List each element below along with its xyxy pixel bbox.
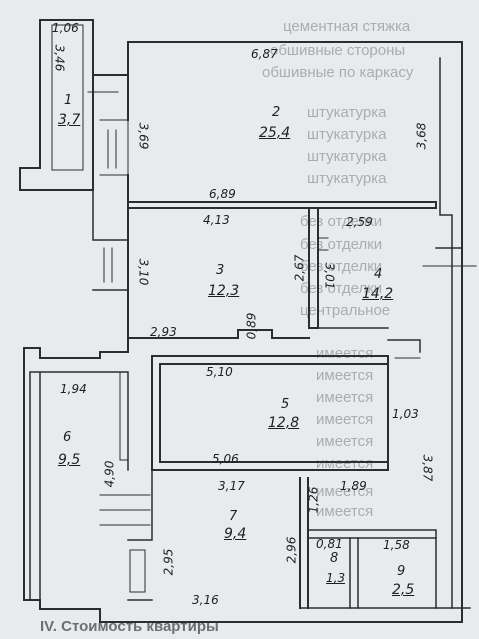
dimension-label: 3,87 (420, 454, 435, 482)
dimension-label: 5,06 (212, 452, 239, 466)
bg-note: имеется (316, 503, 374, 520)
bg-note: имеется (316, 389, 374, 406)
bg-note: без отделки (300, 258, 383, 275)
bg-note: без отделки (300, 213, 383, 230)
dimension-label: 4,90 (102, 460, 117, 488)
dimension-label: 5,10 (206, 365, 233, 379)
dimension-label: 6,89 (209, 187, 236, 201)
dimension-label: 2,93 (150, 325, 177, 339)
room-1-number: 1 (64, 93, 73, 108)
bg-note: штукатурка (307, 148, 387, 165)
room-8-number: 8 (330, 551, 339, 566)
room-3-area: 12,3 (208, 283, 240, 299)
bg-note: штукатурка (307, 104, 387, 121)
dimension-label: 3,46 (52, 44, 67, 72)
dimension-label: 2,59 (346, 215, 373, 229)
dimension-label: 1,58 (383, 538, 410, 552)
bg-note: цементная стяжка (283, 18, 411, 35)
bg-note: имеется (316, 433, 374, 450)
bg-note: имеется (316, 411, 374, 428)
dimension-label: 3,16 (192, 593, 219, 607)
dimension-label: 1,94 (60, 382, 87, 396)
bg-note: имеется (316, 483, 374, 500)
room-6-area: 9,5 (58, 452, 81, 468)
dimension-label: 2,95 (161, 548, 176, 576)
dimension-label: 4,13 (203, 213, 230, 227)
room-5-number: 5 (281, 397, 290, 412)
dimension-label: 0,81 (316, 537, 343, 551)
bg-note: центральное (300, 302, 391, 319)
room-2-area: 25,4 (259, 125, 291, 141)
dimension-label: 0,89 (244, 312, 259, 340)
dimension-label: 3,69 (136, 122, 151, 150)
bg-note: штукатурка (307, 170, 387, 187)
room-6-number: 6 (63, 430, 72, 445)
room-3-number: 3 (216, 263, 225, 278)
room-8-area: 1,3 (326, 571, 346, 585)
room-9-area: 2,5 (392, 582, 415, 598)
bg-note: обшивные стороны (270, 42, 406, 59)
dimension-label: 6,87 (251, 47, 278, 61)
dimension-label: 3,10 (136, 258, 151, 286)
dimension-label: 3,01 (322, 262, 337, 290)
room-9-number: 9 (397, 564, 406, 579)
bg-note: имеется (316, 367, 374, 384)
dimension-label: 1,89 (340, 479, 367, 493)
room-4-area: 14,2 (362, 286, 394, 302)
bg-note: без отделки (300, 236, 383, 253)
bg-note: имеется (316, 345, 374, 362)
bg-note: без отделки (300, 280, 383, 297)
dimension-label: 2,67 (292, 254, 307, 282)
bg-note: обшивные по каркасу (262, 64, 414, 81)
room-1-area: 3,7 (58, 112, 81, 128)
room-7-area: 9,4 (224, 526, 247, 542)
dimension-label: 3,17 (218, 479, 245, 493)
dimension-label: 2,96 (284, 536, 299, 564)
dimension-label: 1,26 (306, 486, 321, 514)
dimension-label: 1,06 (52, 21, 79, 35)
room-2-number: 2 (272, 105, 281, 120)
dimension-label: 1,03 (392, 407, 419, 421)
bg-note: штукатурка (307, 126, 387, 143)
dimension-label: 3,68 (414, 122, 429, 150)
bg-note: имеется (316, 455, 374, 472)
room-7-number: 7 (229, 509, 238, 524)
room-5-area: 12,8 (268, 415, 300, 431)
room-4-number: 4 (374, 267, 383, 282)
